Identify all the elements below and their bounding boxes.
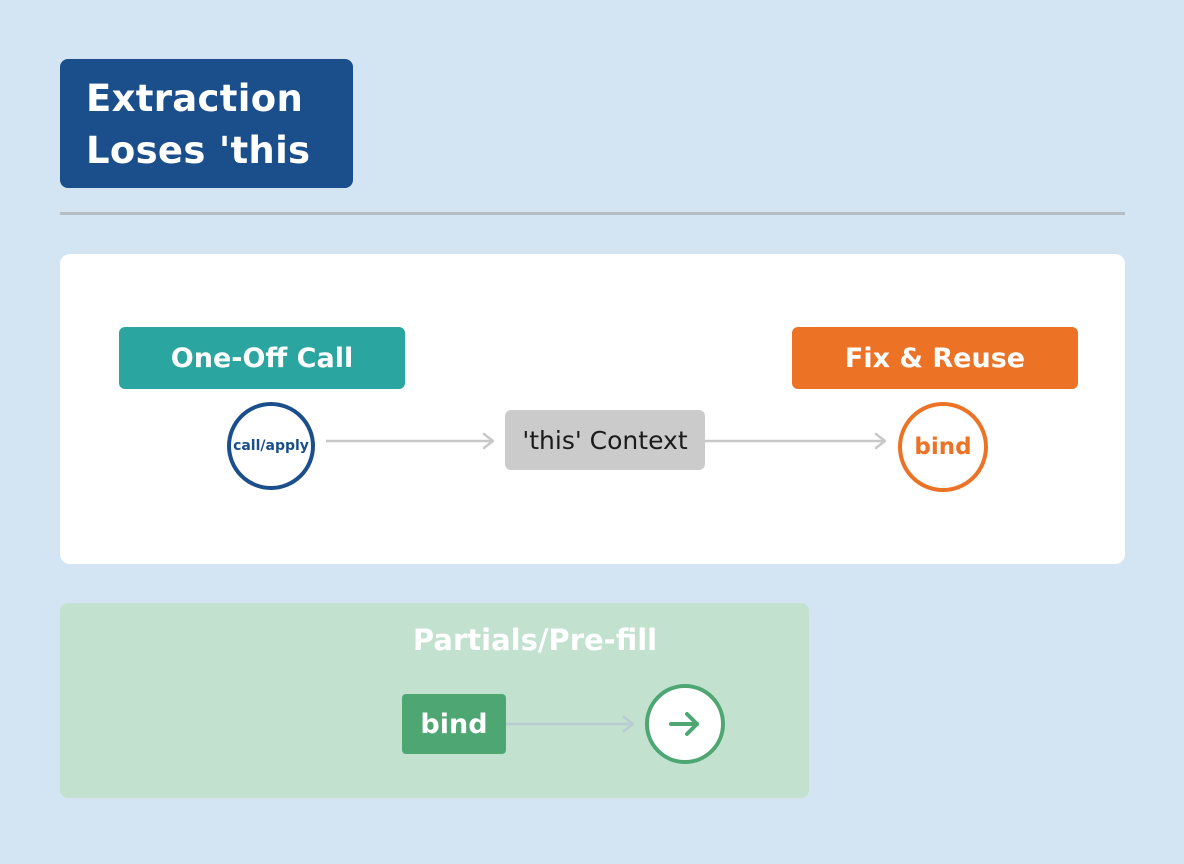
arrow-right-icon bbox=[669, 712, 699, 736]
partials-card: Partials/Pre-fill bind bbox=[60, 603, 809, 798]
arrow-right-circle-icon bbox=[645, 684, 725, 764]
partials-title: Partials/Pre-fill bbox=[412, 623, 658, 657]
this-context-node: 'this' Context bbox=[505, 410, 705, 470]
arrow-right-icon bbox=[622, 715, 635, 733]
arrow-right-icon bbox=[874, 432, 887, 450]
title-box: Extraction Loses 'this bbox=[60, 59, 353, 188]
call-apply-node: call/apply bbox=[227, 402, 315, 490]
one-off-call-label: One-Off Call bbox=[119, 327, 405, 389]
partials-bind-node: bind bbox=[402, 694, 506, 754]
title-line-2: Loses 'this bbox=[86, 129, 311, 172]
arrow-call-to-context bbox=[326, 432, 495, 450]
title-line-1: Extraction bbox=[86, 77, 304, 120]
arrow-context-to-bind bbox=[705, 432, 887, 450]
binding-diagram-card: One-Off Call Fix & Reuse call/apply 'thi… bbox=[60, 254, 1125, 564]
fix-reuse-label: Fix & Reuse bbox=[792, 327, 1078, 389]
partials-connector bbox=[506, 715, 635, 733]
arrow-right-icon bbox=[482, 432, 495, 450]
divider bbox=[60, 212, 1125, 215]
flow-connectors bbox=[326, 432, 887, 450]
bind-node: bind bbox=[898, 402, 988, 492]
